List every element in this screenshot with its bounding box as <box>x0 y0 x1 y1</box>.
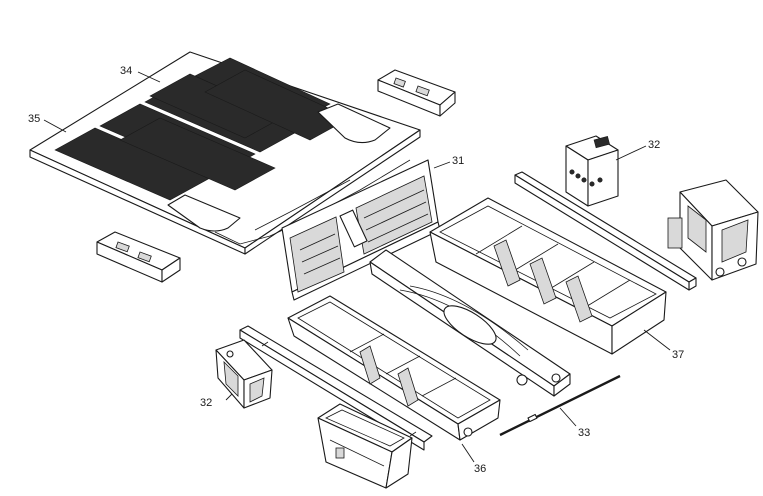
rod <box>499 374 623 439</box>
bin-large <box>429 197 667 355</box>
callout-37: 37 <box>643 329 684 361</box>
callout-31: 31 <box>433 155 464 169</box>
clip-bottom-left <box>96 231 181 283</box>
center-channel <box>369 249 571 397</box>
floor-opening-back <box>317 103 391 144</box>
callout-33-label: 33 <box>578 427 590 439</box>
bracket-left <box>215 339 273 409</box>
bin-lower <box>287 295 501 441</box>
bracket-right <box>667 179 759 281</box>
rail-bottom <box>239 325 433 451</box>
callout-35-label: 35 <box>28 113 40 125</box>
mat-strip-6 <box>119 117 276 191</box>
bracket-top <box>565 135 619 207</box>
callout-36: 36 <box>461 443 486 475</box>
divider-panel <box>281 159 441 301</box>
floor-opening-front <box>167 194 241 232</box>
callout-36-label: 36 <box>474 463 486 475</box>
callout-32-top: 32 <box>615 139 660 161</box>
callout-31-label: 31 <box>452 155 464 167</box>
callout-32-left-label: 32 <box>200 397 212 409</box>
callout-33: 33 <box>559 407 590 439</box>
rail-top <box>514 171 697 291</box>
callout-32-left: 32 <box>200 393 233 409</box>
clip-top-right <box>377 69 456 117</box>
callout-34: 34 <box>120 65 161 83</box>
callout-35: 35 <box>28 113 67 133</box>
callout-37-label: 37 <box>672 349 684 361</box>
callout-32-top-label: 32 <box>648 139 660 151</box>
bin-bottom <box>317 403 413 489</box>
callout-34-label: 34 <box>120 65 132 77</box>
floor-panel <box>29 51 421 255</box>
